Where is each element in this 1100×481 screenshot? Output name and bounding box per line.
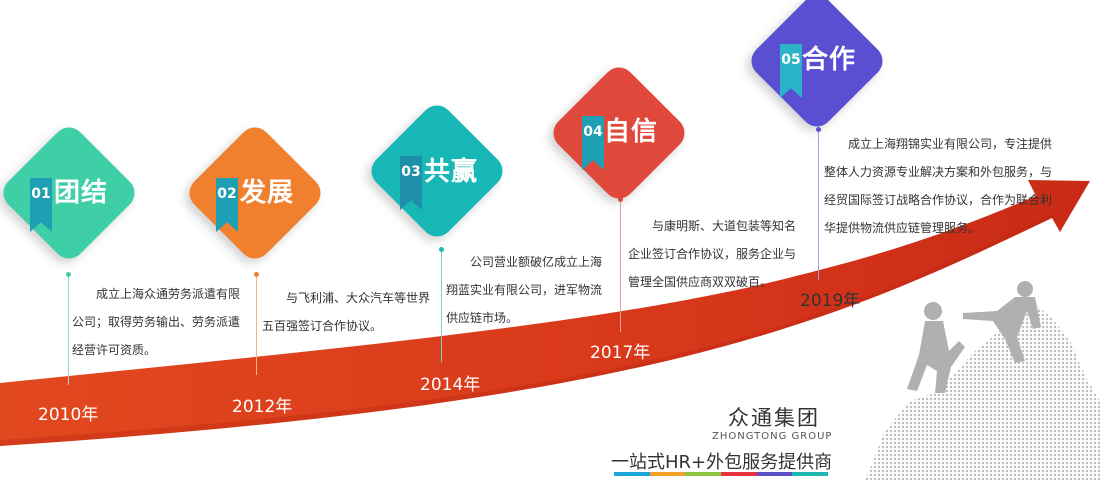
mountain-shape <box>865 301 1100 481</box>
milestone-4-number: 04 <box>583 124 603 140</box>
milestone-4-ribbon <box>582 116 604 170</box>
milestone-5-year: 2019年 <box>800 291 861 311</box>
milestone-5-description: 成立上海翔锦实业有限公司，专注提供整体人力资源专业解决方案和外包服务，与经贸国际… <box>824 137 1053 235</box>
milestone-3-ribbon <box>400 156 422 210</box>
brand-slogan: 一站式HR+外包服务提供商 <box>611 452 833 473</box>
color-bar-segment <box>721 472 757 476</box>
milestone-2-label: 发展 <box>240 178 295 208</box>
milestone-3-label: 共赢 <box>424 157 479 187</box>
color-bar-segment <box>649 472 686 476</box>
milestone-2-description: 与飞利浦、大众汽车等世界五百强签订合作协议。 <box>262 291 431 333</box>
color-bar-segment <box>756 472 793 476</box>
color-bar-segment <box>685 472 722 476</box>
milestone-3-number: 03 <box>401 164 421 180</box>
milestone-2-dot <box>254 272 259 277</box>
milestone-5-number: 05 <box>781 52 801 68</box>
color-bar-segment <box>614 472 650 476</box>
milestone-3-connector <box>441 250 442 362</box>
milestone-2-connector <box>256 275 257 375</box>
milestone-4-dot <box>618 197 623 202</box>
milestone-2-year: 2012年 <box>232 397 293 417</box>
milestone-1-connector <box>68 275 69 385</box>
brand-color-bar <box>614 472 829 476</box>
milestone-1-year: 2010年 <box>38 405 99 425</box>
milestone-1-label: 团结 <box>54 178 109 208</box>
milestone-5-dot <box>816 127 821 132</box>
color-bar-segment <box>792 472 829 476</box>
milestone-4-description: 与康明斯、大道包装等知名企业签订合作协议，服务企业与管理全国供应商双双破百。 <box>628 219 797 289</box>
milestone-5-ribbon <box>780 44 802 98</box>
milestone-1-dot <box>66 272 71 277</box>
milestone-5-label: 合作 <box>802 45 857 75</box>
climber-figures <box>907 281 1041 393</box>
milestone-2-ribbon <box>216 178 238 232</box>
milestone-2-number: 02 <box>217 186 237 202</box>
growth-arrow-body <box>0 180 1090 446</box>
brand-english-name: ZHONGTONG GROUP <box>712 431 833 442</box>
brand-name: 众通集团 <box>728 406 820 430</box>
milestone-4-year: 2017年 <box>590 343 651 363</box>
milestone-5-connector <box>818 130 819 280</box>
milestone-3-year: 2014年 <box>420 375 481 395</box>
milestone-4-connector <box>620 200 621 332</box>
milestone-1-number: 01 <box>31 186 51 202</box>
milestone-3-description: 公司营业额破亿成立上海翔蓝实业有限公司，进军物流供应链市场。 <box>446 255 603 325</box>
milestone-1-ribbon <box>30 178 52 232</box>
milestone-4-label: 自信 <box>604 117 659 147</box>
climbers-illustration <box>865 281 1100 481</box>
milestone-3-dot <box>439 247 444 252</box>
milestone-1-description: 成立上海众通劳务派遣有限公司；取得劳务输出、劳务派遣经营许可资质。 <box>72 287 241 357</box>
